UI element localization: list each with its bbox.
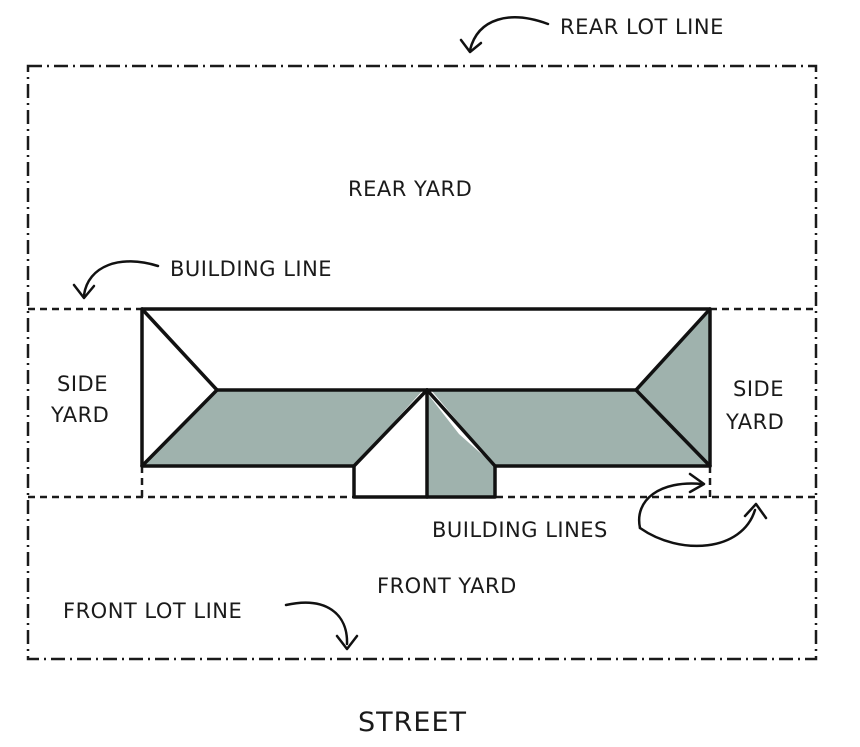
- roof-facet-right-hip: [636, 309, 710, 466]
- building-lines-arrow-right: [638, 502, 768, 548]
- street-label: STREET: [358, 707, 467, 738]
- side-yard-left-label-line1: SIDE: [57, 372, 108, 396]
- rear-lot-line-arrow: [459, 16, 550, 54]
- house-perimeter: [140, 307, 712, 499]
- front-yard-label: FRONT YARD: [377, 574, 517, 598]
- roof-facet-wing: [427, 393, 495, 497]
- building-lines-label: BUILDING LINES: [432, 518, 608, 542]
- hip-line-top-right: [634, 307, 712, 392]
- valley-line-right: [425, 388, 497, 468]
- building-lines-arrow-left: [637, 472, 706, 530]
- roof-facet-right: [431, 390, 710, 466]
- hip-line-bottom-left: [140, 388, 219, 468]
- hip-line-bottom-right: [634, 388, 712, 468]
- side-yard-left-label-line2: YARD: [50, 403, 109, 427]
- roof-facet-left: [142, 390, 423, 466]
- front-lot-line-arrow: [284, 601, 359, 651]
- building-line-arrow: [72, 260, 160, 300]
- side-yard-right-label-line2: YARD: [725, 410, 784, 434]
- rear-lot-line-label: REAR LOT LINE: [560, 15, 724, 39]
- valley-line-left: [352, 388, 429, 468]
- house-outline: [140, 307, 712, 499]
- roof-shaded-facets: [142, 309, 710, 497]
- front-lot-line-label: FRONT LOT LINE: [63, 599, 242, 623]
- lot-boundary: [26, 64, 818, 661]
- hip-line-top-left: [140, 307, 219, 392]
- side-yard-right-label-line1: SIDE: [733, 377, 784, 401]
- building-line-label: BUILDING LINE: [170, 257, 332, 281]
- rear-yard-label: REAR YARD: [348, 177, 472, 201]
